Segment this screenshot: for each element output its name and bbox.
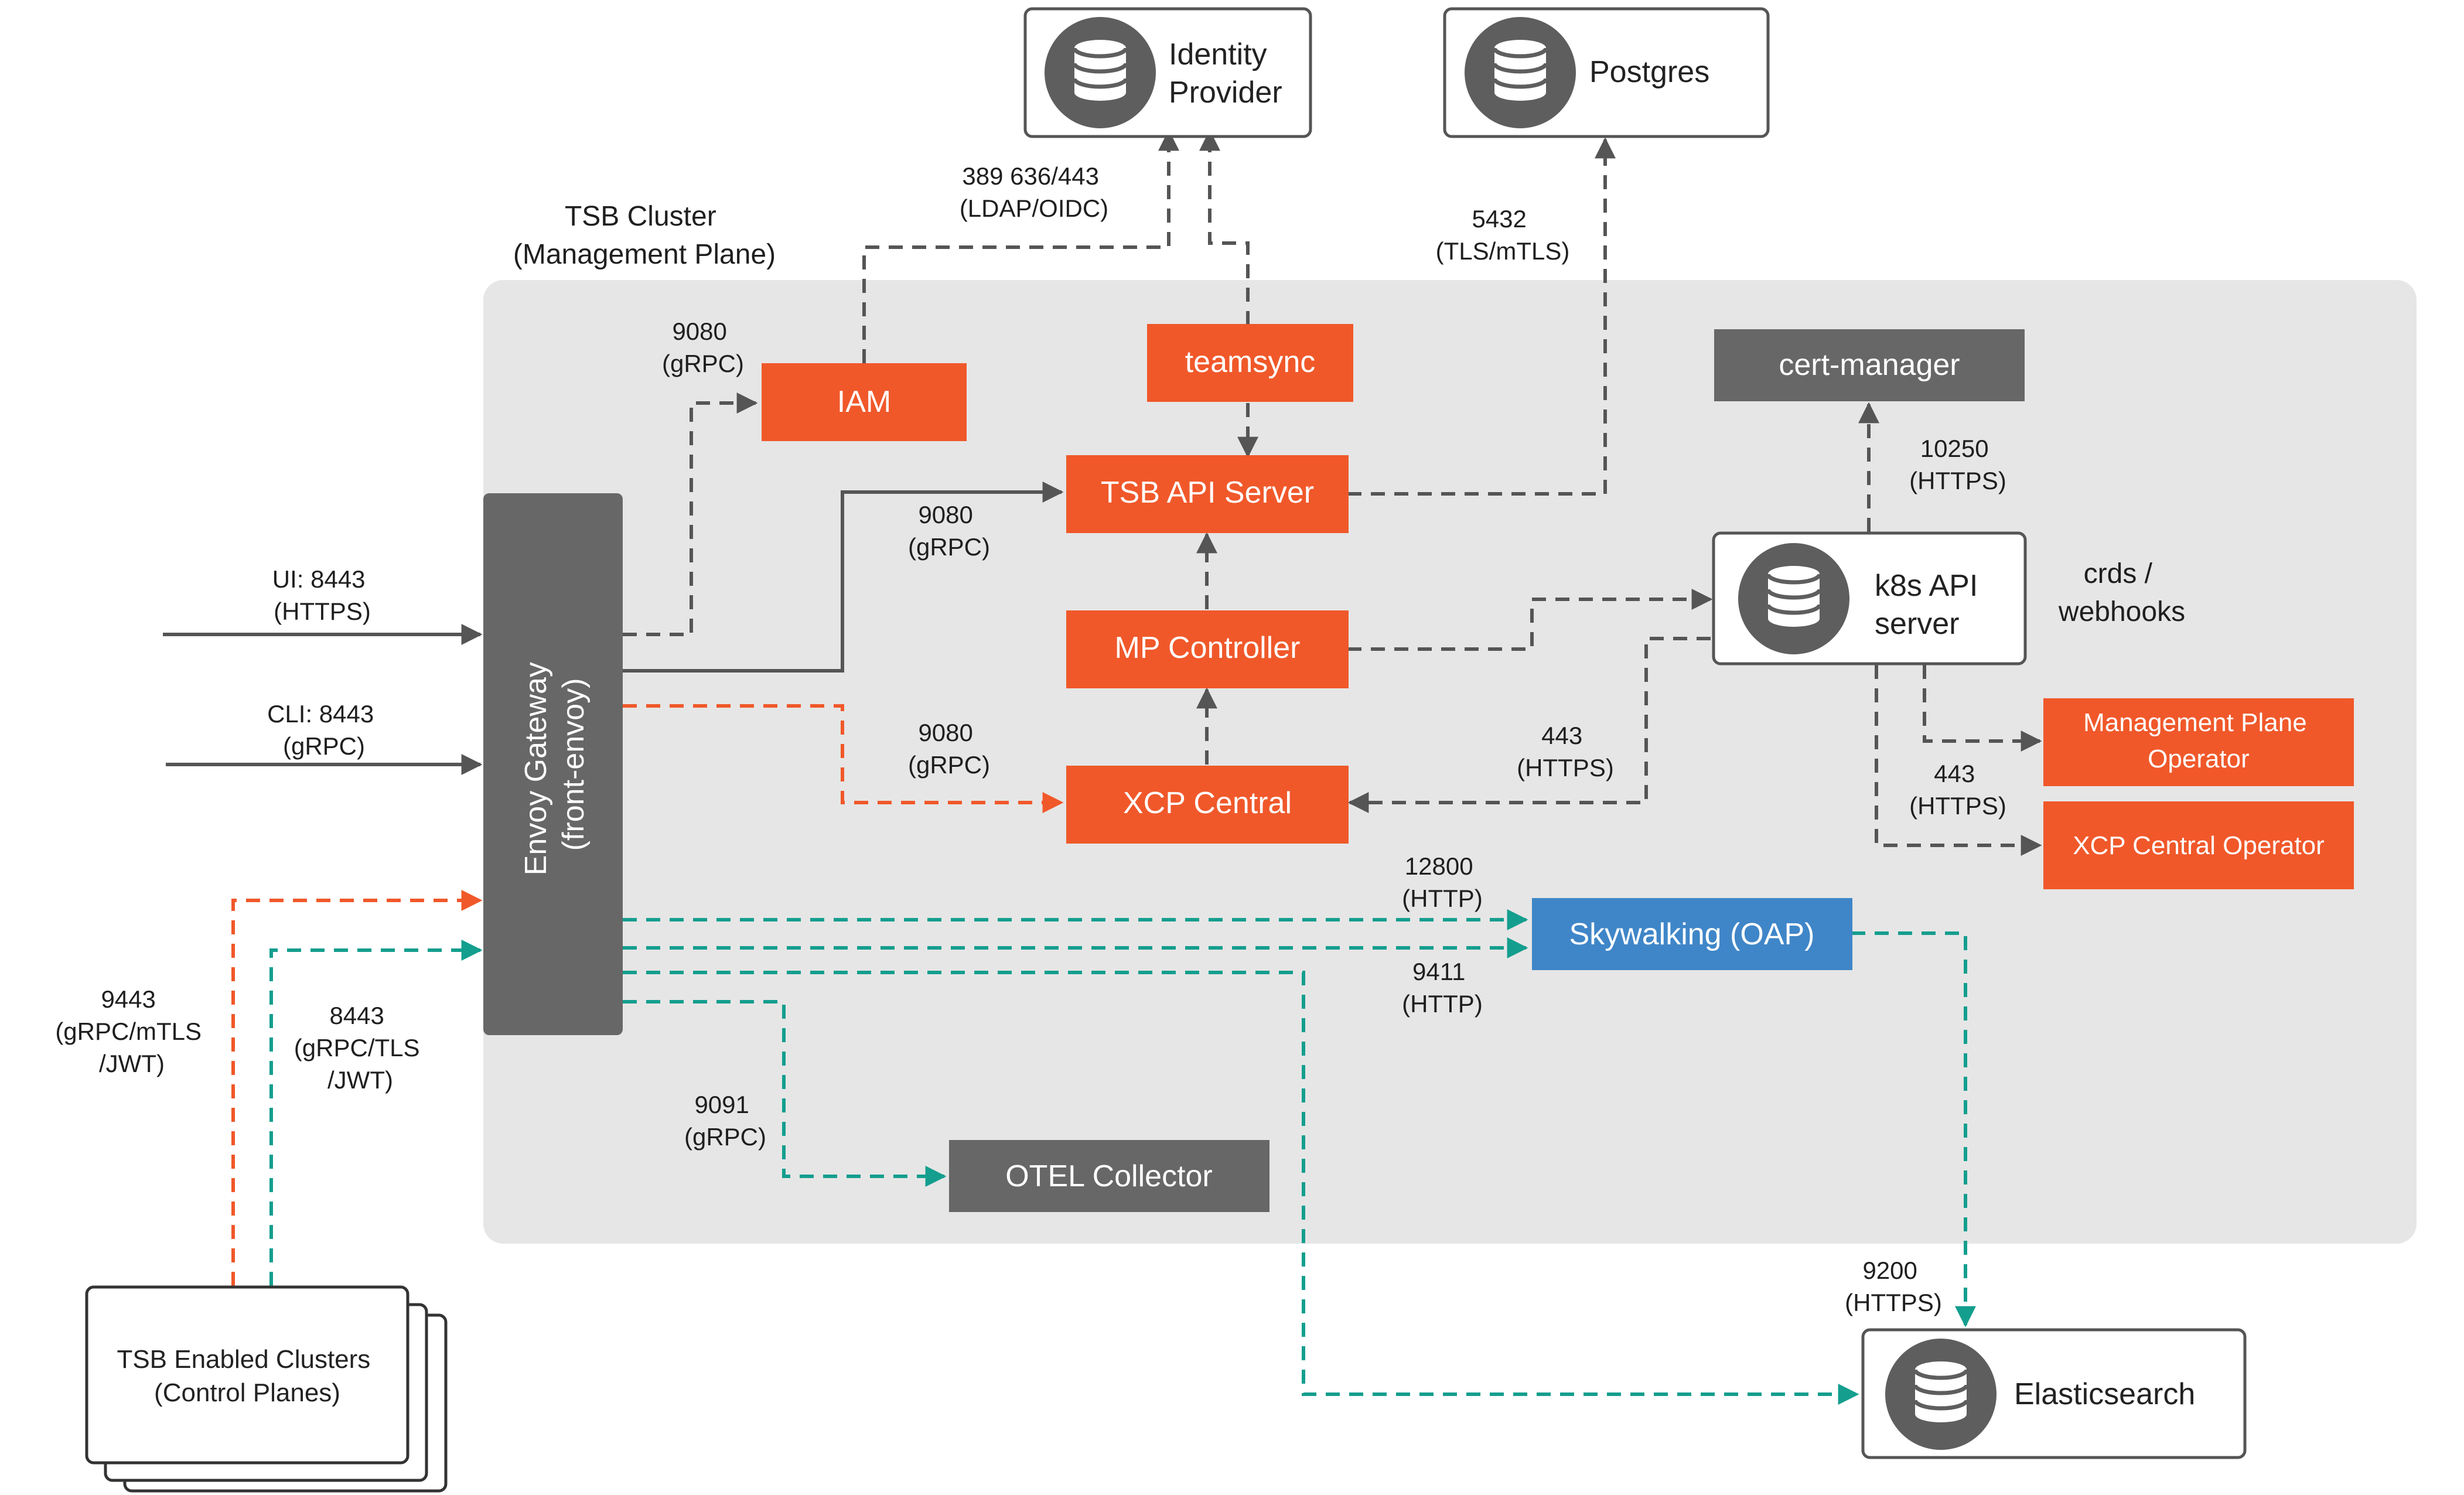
envoy-to-elasticsearch-line bbox=[623, 971, 1859, 1405]
k8s-to-mp-operator-line bbox=[1923, 665, 2042, 752]
postgres-box: Postgres bbox=[1443, 7, 1770, 138]
postgres-port-label: 5432 (TLS/mTLS) bbox=[1436, 205, 1570, 265]
svg-text:Envoy Gateway (front-env: Envoy Gateway (front-envoy) bbox=[519, 654, 591, 876]
svg-text:teamsync: teamsync bbox=[1185, 345, 1316, 379]
mtls-port-label: 9443 (gRPC/mTLS /JWT) bbox=[55, 985, 208, 1077]
envoy-to-xcp-line bbox=[623, 704, 1064, 813]
k8s-to-xcp-line bbox=[1347, 637, 1711, 813]
envoy-to-iam-line bbox=[623, 392, 758, 636]
database-icon bbox=[1885, 1339, 1997, 1450]
iam-box: IAM bbox=[762, 363, 967, 441]
elasticsearch-port-label: 9200 (HTTPS) bbox=[1845, 1257, 1942, 1316]
mp-controller-box: MP Controller bbox=[1066, 610, 1349, 688]
mp-operator-box: Management Plane Operator bbox=[2043, 698, 2354, 786]
k8s-xcp-port-label: 443 (HTTPS) bbox=[1517, 722, 1614, 781]
svg-text:Identity Provider: Identity Provider bbox=[1169, 37, 1282, 110]
otel-port-label: 9091 (gRPC) bbox=[684, 1091, 766, 1151]
cert-manager-box: cert-manager bbox=[1714, 329, 2025, 401]
svg-text:k8s API server: k8s API server bbox=[1875, 569, 1987, 641]
svg-text:Management Plane Operato: Management Plane Operator bbox=[2083, 708, 2314, 773]
svg-text:Postgres: Postgres bbox=[1589, 55, 1709, 89]
svg-text:IAM: IAM bbox=[837, 385, 891, 419]
envoy-gateway-box: Envoy Gateway (front-envoy) bbox=[483, 493, 623, 1035]
iam-to-idp-line bbox=[862, 129, 1179, 363]
tsb-enabled-clusters-box: TSB Enabled Clusters (Control Planes) bbox=[85, 1285, 448, 1493]
tls-port-label: 8443 (gRPC/TLS /JWT) bbox=[294, 1002, 426, 1094]
database-icon bbox=[1045, 17, 1156, 128]
skywalking-to-elasticsearch-line bbox=[1851, 931, 1976, 1327]
ui-label: UI: 8443 (HTTPS) bbox=[272, 565, 372, 625]
skywalking-12800-label: 12800 (HTTP) bbox=[1402, 852, 1483, 912]
otel-collector-box: OTEL Collector bbox=[949, 1140, 1269, 1212]
teamsync-to-idp-line bbox=[1199, 129, 1250, 325]
skywalking-9411-label: 9411 (HTTP) bbox=[1402, 958, 1483, 1018]
cli-label: CLI: 8443 (gRPC) bbox=[267, 700, 381, 760]
svg-text:Skywalking (OAP): Skywalking (OAP) bbox=[1569, 917, 1815, 951]
svg-text:MP Controller: MP Controller bbox=[1115, 631, 1301, 665]
skywalking-box: Skywalking (OAP) bbox=[1532, 898, 1852, 970]
operator-port-label: 443 (HTTPS) bbox=[1909, 760, 2006, 820]
crds-webhooks-label: crds / webhooks bbox=[2058, 558, 2185, 627]
database-icon bbox=[1465, 17, 1576, 128]
svg-text:TSB Enabled Clusters (Co: TSB Enabled Clusters (Control Planes) bbox=[117, 1345, 377, 1407]
svg-text:TSB API Server: TSB API Server bbox=[1101, 476, 1314, 510]
svg-text:cert-manager: cert-manager bbox=[1779, 348, 1960, 382]
xcp-central-operator-box: XCP Central Operator bbox=[2043, 801, 2354, 889]
iam-port-label: 9080 (gRPC) bbox=[662, 318, 744, 377]
k8s-to-xcp-operator-line bbox=[1875, 665, 2042, 856]
tsb-api-port-label: 9080 (gRPC) bbox=[908, 501, 990, 561]
teamsync-box: teamsync bbox=[1147, 324, 1353, 402]
identity-provider-box: Identity Provider bbox=[1023, 7, 1312, 138]
clusters-mtls-line bbox=[231, 890, 483, 1286]
elasticsearch-box: Elasticsearch bbox=[1861, 1328, 2247, 1459]
xcp-port-label: 9080 (gRPC) bbox=[908, 719, 990, 779]
xcp-central-box: XCP Central bbox=[1066, 766, 1349, 844]
idp-port-label: 389 636/443 (LDAP/OIDC) bbox=[960, 162, 1108, 222]
management-plane-cluster bbox=[483, 280, 2417, 1244]
tsb-api-server-box: TSB API Server bbox=[1066, 455, 1349, 533]
cluster-title: TSB Cluster (Management Plane) bbox=[513, 201, 776, 270]
svg-text:OTEL Collector: OTEL Collector bbox=[1005, 1159, 1213, 1193]
envoy-to-tsb-api-line bbox=[623, 482, 1064, 673]
tsb-api-to-postgres-line bbox=[1347, 137, 1616, 496]
envoy-to-otel-line bbox=[623, 1000, 947, 1187]
clusters-tls-line bbox=[269, 940, 483, 1286]
svg-text:XCP Central: XCP Central bbox=[1123, 786, 1292, 820]
svg-text:Elasticsearch: Elasticsearch bbox=[2014, 1377, 2195, 1411]
cert-port-label: 10250 (HTTPS) bbox=[1909, 435, 2006, 494]
database-icon bbox=[1738, 543, 1849, 654]
svg-text:XCP Central Operator: XCP Central Operator bbox=[2073, 831, 2325, 860]
k8s-api-server-box: k8s API server bbox=[1712, 531, 2027, 665]
